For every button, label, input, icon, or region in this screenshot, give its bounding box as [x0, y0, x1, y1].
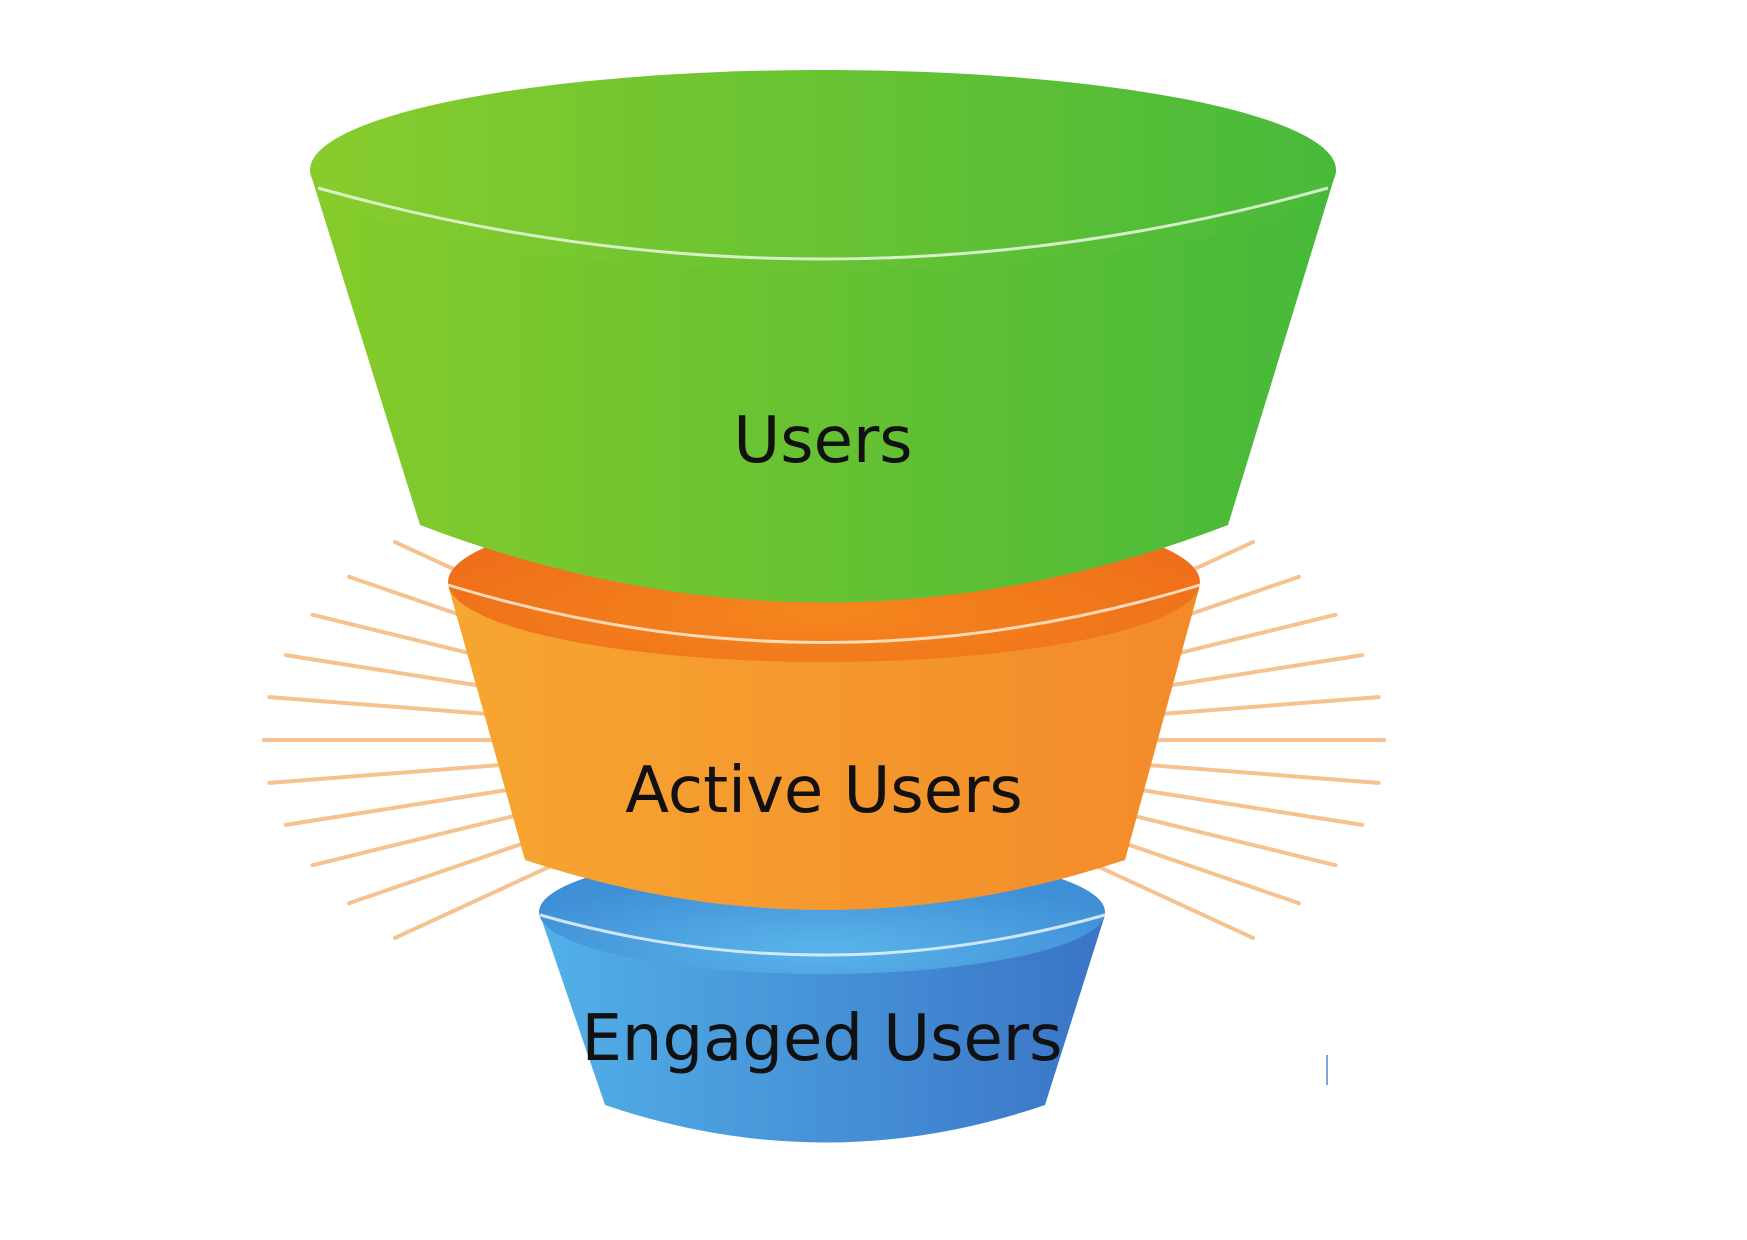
- stage-body-engaged: [540, 915, 1105, 1143]
- funnel-stage-users: Users: [310, 70, 1336, 603]
- stage-label-engaged-users: Engaged Users: [581, 1002, 1062, 1076]
- ray-line: [1138, 695, 1381, 718]
- ray-line: [1093, 831, 1301, 906]
- stage-body-active: [448, 585, 1200, 910]
- sunburst-rays: [262, 540, 1386, 940]
- ray-line: [1129, 786, 1365, 827]
- ray-line: [267, 762, 510, 785]
- rim-highlight-users: [317, 186, 1329, 261]
- rim-highlight-active: [447, 583, 1201, 644]
- ray-line: [1138, 762, 1381, 785]
- rim-highlight-engaged: [539, 913, 1106, 957]
- ray-line: [267, 695, 510, 718]
- ray-line: [283, 786, 519, 827]
- ray-line: [347, 831, 555, 906]
- ray-line: [310, 809, 534, 868]
- ray-line: [1114, 809, 1338, 868]
- stage-rim-users: [310, 70, 1336, 270]
- stage-body-users: [310, 172, 1336, 603]
- stage-label-users: Users: [733, 404, 912, 478]
- stage-label-active-users: Active Users: [625, 754, 1023, 828]
